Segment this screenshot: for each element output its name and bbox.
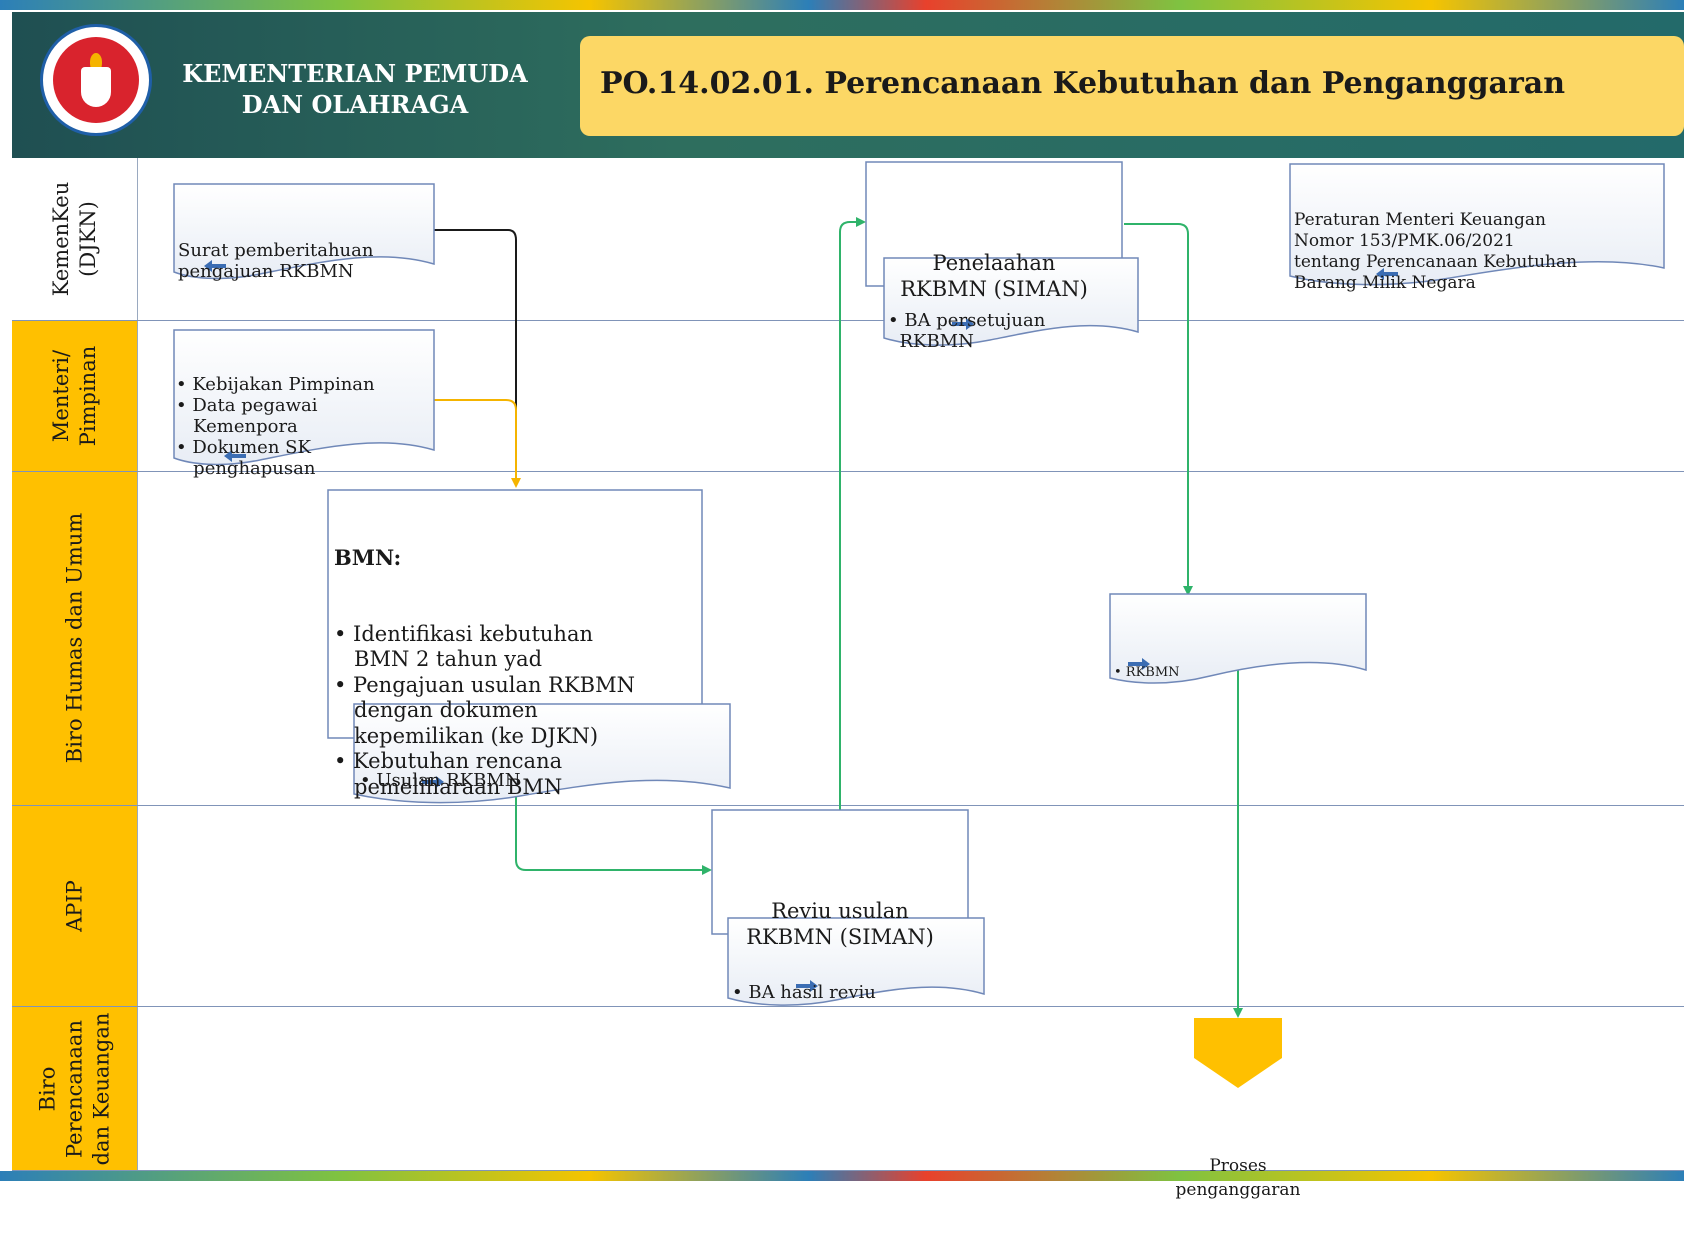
arrow-reviu-to-penelaahan — [839, 217, 866, 810]
arrow-kebijakan-to-bmn — [434, 399, 521, 488]
process-bmn — [327, 489, 703, 739]
node-rkbmn-text: • RKBMN — [1114, 665, 1180, 680]
lane-label-biro-humas: Biro Humas dan Umum — [12, 471, 138, 805]
doc-arrow-icon — [1128, 658, 1150, 670]
organization-name: KEMENTERIAN PEMUDA DAN OLAHRAGA — [170, 58, 540, 120]
node-usulan-text: • Usulan RKBMN — [360, 770, 521, 791]
lane-divider — [12, 805, 1684, 806]
document-usulan — [353, 703, 731, 804]
lane-divider — [12, 1170, 1684, 1171]
document-ba-reviu — [727, 917, 985, 1006]
lane-divider — [12, 471, 1684, 472]
doc-arrow-icon — [1376, 268, 1398, 280]
doc-arrow-icon — [952, 318, 974, 330]
document-peraturan — [1289, 163, 1665, 286]
title-box — [580, 36, 1684, 136]
org-name-line2: DAN OLAHRAGA — [241, 90, 469, 119]
terminator-proses-penganggaran — [1194, 1018, 1282, 1088]
lane-label-kemenkeu: KemenKeu(DJKN) — [12, 158, 138, 320]
lane-divider — [12, 320, 1684, 321]
process-reviu — [711, 809, 969, 935]
node-ba-persetujuan-text: • BA persetujuan RKBMN — [888, 310, 1046, 352]
flowchart-page: KEMENTERIAN PEMUDA DAN OLAHRAGA PO.14.02… — [0, 0, 1684, 1200]
flow-diagram — [173, 161, 1665, 1088]
doc-arrow-icon — [224, 450, 246, 462]
bottom-color-stripe — [0, 1171, 1684, 1181]
ministry-logo-icon — [40, 24, 152, 136]
arrow-surat-to-bmn — [434, 229, 517, 486]
arrow-penelaahan-to-rkbmn — [1124, 223, 1193, 596]
node-ba-reviu-text: • BA hasil reviu — [732, 982, 876, 1003]
org-name-line1: KEMENTERIAN PEMUDA — [182, 59, 528, 88]
page-title: PO.14.02.01. Perencanaan Kebutuhan dan P… — [600, 66, 1566, 101]
document-ba-persetujuan — [883, 257, 1139, 346]
doc-arrow-icon — [796, 980, 818, 992]
top-color-stripe — [0, 0, 1684, 10]
document-surat — [173, 183, 435, 280]
document-kebijakan — [173, 329, 435, 466]
node-kebijakan-text: • Kebijakan Pimpinan• Data pegawai Kemen… — [176, 374, 375, 479]
lane-label-menteri: Menteri/Pimpinan — [12, 320, 138, 471]
document-rkbmn — [1109, 593, 1367, 684]
lane-divider — [12, 1006, 1684, 1007]
doc-arrow-icon — [204, 260, 226, 272]
node-bmn-text: BMN: • Identifikasi kebutuhan BMN 2 tahu… — [334, 545, 635, 799]
lane-label-apip: APIP — [12, 805, 138, 1006]
arrow-usulan-to-reviu — [515, 790, 712, 875]
doc-arrow-icon — [422, 776, 444, 788]
node-bmn-heading: BMN: — [334, 545, 402, 570]
